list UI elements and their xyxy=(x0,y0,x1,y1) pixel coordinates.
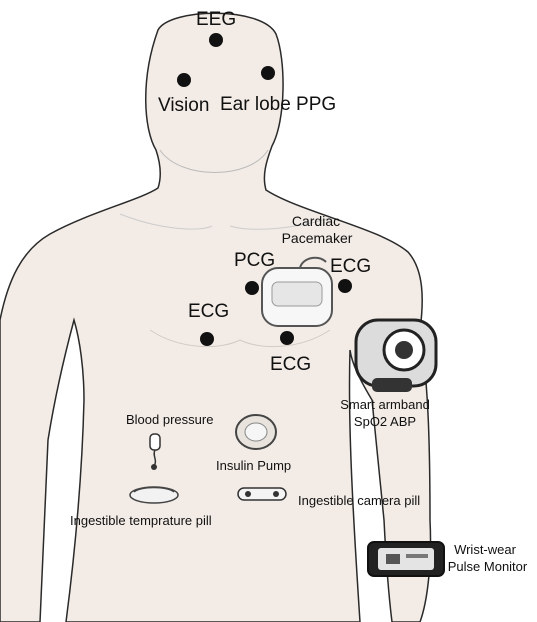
eeg-sensor-dot xyxy=(209,33,223,47)
ecg-bottom-sensor-dot xyxy=(280,331,294,345)
insulin-pump-label: Insulin Pump xyxy=(216,459,291,472)
ecg-left-label: ECG xyxy=(188,302,229,321)
ecg-bottom-label: ECG xyxy=(270,355,311,374)
smart-armband-label-line2: SpO2 ABP xyxy=(330,415,440,428)
ecg-right-sensor-dot xyxy=(338,279,352,293)
wrist-wear-label-line2: Pulse Monitor xyxy=(440,560,535,573)
ear-lobe-ppg-sensor-dot xyxy=(261,66,275,80)
wrist-wear-device xyxy=(368,542,444,576)
eeg-label: EEG xyxy=(196,10,236,29)
pcg-label: PCG xyxy=(234,251,275,270)
pcg-sensor-dot xyxy=(245,281,259,295)
ingestible-camera-pill-device xyxy=(238,488,286,500)
ecg-right-label: ECG xyxy=(330,257,371,276)
smart-armband-device xyxy=(356,320,436,392)
vision-label: Vision xyxy=(158,96,209,115)
cardiac-pacemaker-label-line2: Pacemaker xyxy=(272,231,362,245)
wrist-wear-label-line1: Wrist-wear xyxy=(440,543,530,556)
cardiac-pacemaker-label-line1: Cardiac xyxy=(286,214,346,228)
vision-sensor-dot xyxy=(177,73,191,87)
ingestible-temperature-pill-device xyxy=(130,487,178,503)
ear-lobe-ppg-label: Ear lobe PPG xyxy=(220,95,336,114)
ingestible-temperature-pill-label: Ingestible temprature pill xyxy=(70,514,212,527)
smart-armband-label-line1: Smart armband xyxy=(330,398,440,411)
ingestible-camera-pill-label: Ingestible camera pill xyxy=(298,494,420,507)
blood-pressure-label: Blood pressure xyxy=(126,413,213,426)
insulin-pump-device xyxy=(236,415,276,449)
ecg-left-sensor-dot xyxy=(200,332,214,346)
